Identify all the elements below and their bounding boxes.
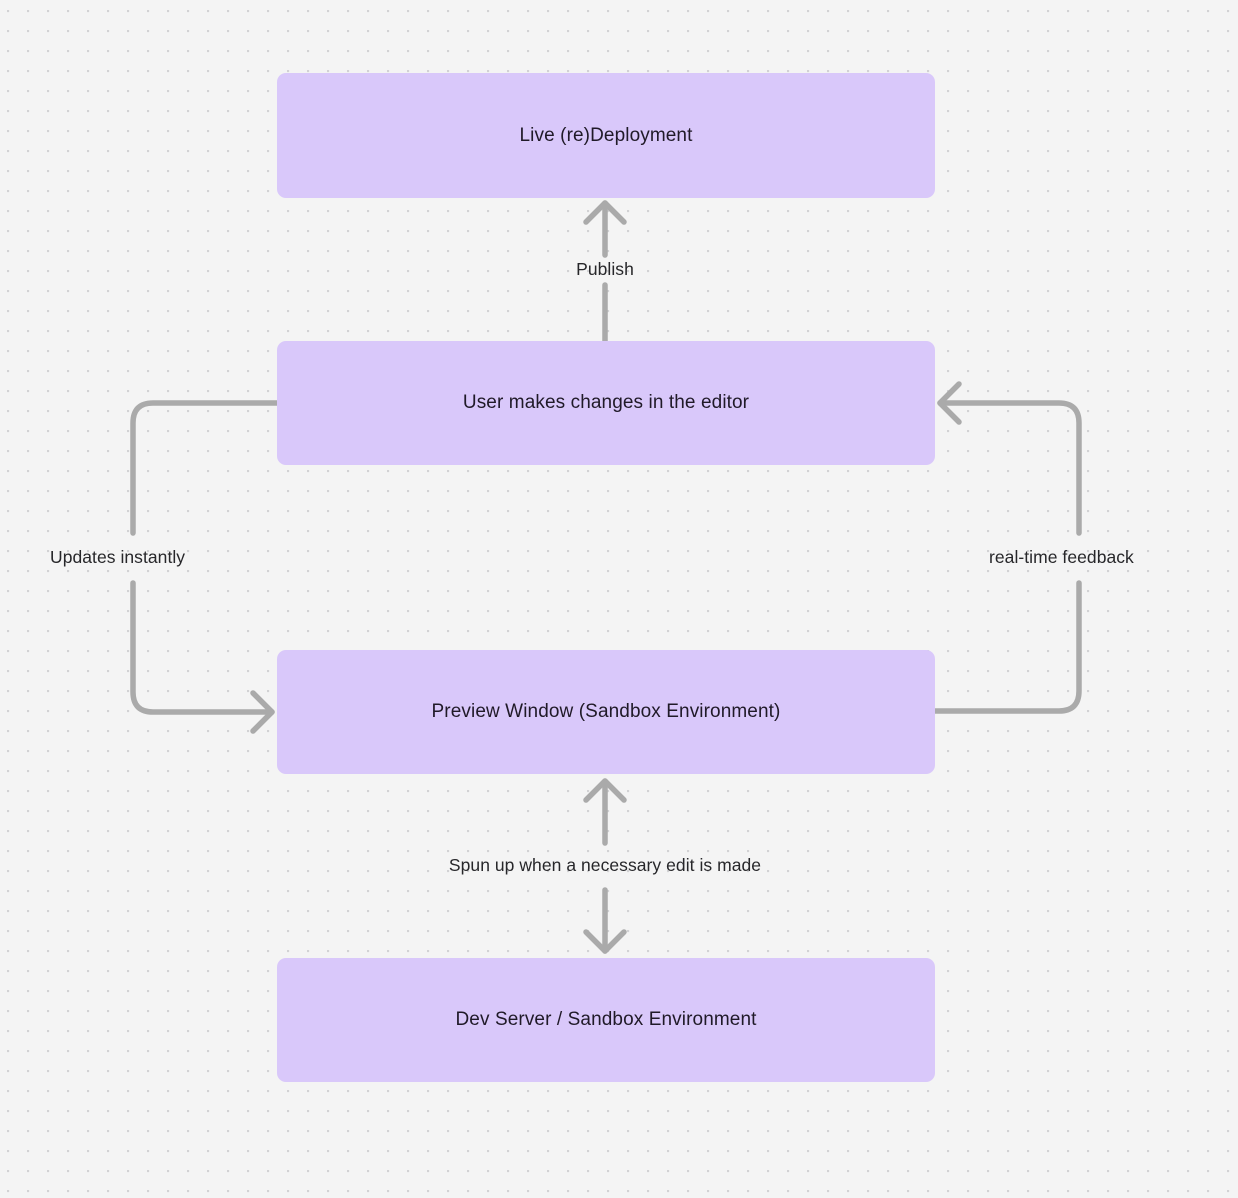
node-dev-server-label: Dev Server / Sandbox Environment [455,1009,757,1031]
edge-label-updates-instantly: Updates instantly [50,547,186,567]
node-live-deployment[interactable]: Live (re)Deployment [277,73,935,198]
arrowhead-left-real-time-feedback [937,381,962,425]
node-preview-window-label: Preview Window (Sandbox Environment) [431,701,781,723]
arrowhead-up-spun-up [583,778,627,803]
arrowhead-right-updates-instantly [250,690,275,734]
edge-label-spun-up: Spun up when a necessary edit is made [448,855,762,875]
node-live-deployment-label: Live (re)Deployment [519,124,693,146]
node-user-edits[interactable]: User makes changes in the editor [277,341,935,465]
node-user-edits-label: User makes changes in the editor [462,392,750,414]
node-preview-window[interactable]: Preview Window (Sandbox Environment) [277,650,935,774]
edge-updates-instantly [130,400,280,734]
arrowhead-up-publish [583,200,627,225]
edge-label-real-time-feedback: real-time feedback [989,547,1134,567]
edge-label-publish: Publish [576,259,634,279]
arrowhead-down-spun-up [583,929,627,954]
node-dev-server[interactable]: Dev Server / Sandbox Environment [277,958,935,1082]
